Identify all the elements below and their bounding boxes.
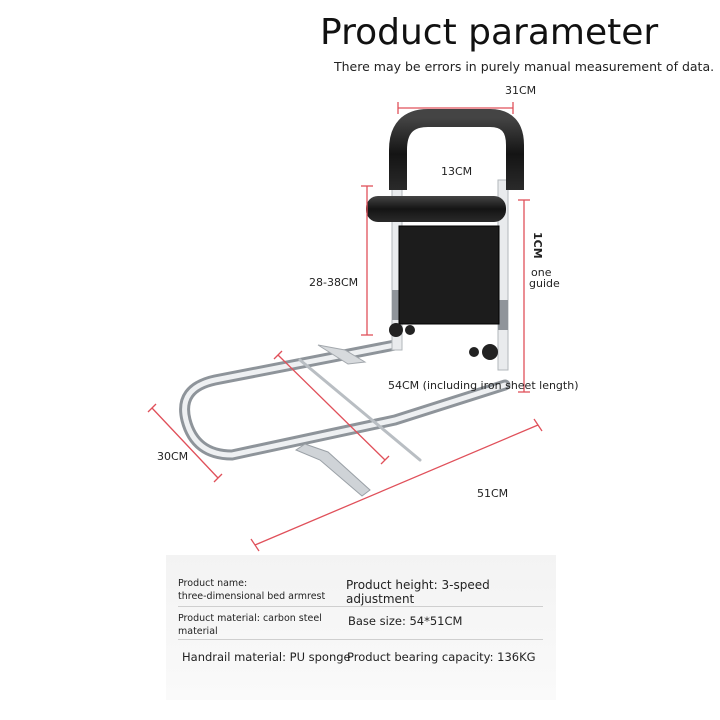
base-frame (179, 339, 511, 462)
spec-material-line2: material (178, 626, 218, 637)
spec-table: Product name: three-dimensional bed armr… (166, 555, 556, 700)
spec-material-line1: Product material: carbon steel (178, 613, 322, 624)
dimension-lines (147, 102, 543, 552)
dim-armrest-depth: 13CM (441, 165, 473, 178)
page-title: Product parameter (320, 12, 659, 53)
dim-right-note-2: guide (529, 277, 560, 290)
spec-separator-2 (178, 639, 543, 640)
storage-pouch (398, 225, 500, 325)
dim-height-side: 28-38CM (309, 276, 359, 289)
spec-base-size: Base size: 54*51CM (348, 614, 463, 628)
dim-base-length: 54CM (including iron sheet length) (388, 379, 579, 392)
spec-handrail-material: Handrail material: PU sponge (182, 650, 351, 664)
spec-product-height: Product height: 3-speed adjustment (346, 578, 490, 606)
spec-bearing-capacity: Product bearing capacity: 136KG (347, 650, 536, 664)
top-handle (389, 109, 524, 190)
spec-separator-1 (178, 606, 543, 607)
iron-sheets (294, 344, 371, 497)
armrest-bar (366, 196, 506, 222)
page-title-wrap: Product parameter (320, 12, 659, 53)
adjust-knobs (389, 323, 498, 360)
dim-base-depth: 51CM (477, 487, 509, 500)
dim-right-height: 1CM (531, 232, 544, 259)
spec-product-name-label: Product name: (178, 578, 248, 589)
dim-right-note-1: one (531, 266, 552, 279)
page-subtitle: There may be errors in purely manual mea… (334, 59, 715, 74)
dim-base-width: 30CM (157, 450, 189, 463)
dim-top-width: 31CM (505, 84, 537, 97)
spec-product-name-value: three-dimensional bed armrest (178, 591, 326, 602)
